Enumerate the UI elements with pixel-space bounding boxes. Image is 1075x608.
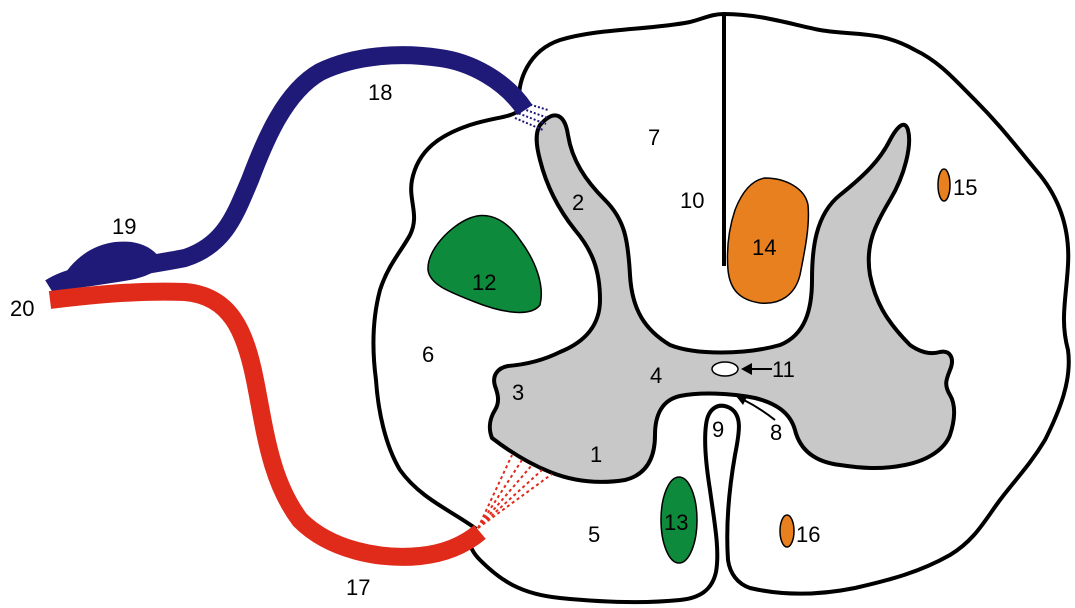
- dorsal-root-ganglion: [60, 242, 161, 290]
- label-6: 6: [422, 342, 434, 367]
- orange-tract-15: [938, 169, 950, 201]
- label-20: 20: [10, 296, 34, 321]
- central-canal: [712, 362, 738, 376]
- label-4: 4: [650, 363, 662, 388]
- orange-tract-16: [780, 515, 794, 547]
- label-18: 18: [368, 80, 392, 105]
- label-12: 12: [472, 270, 496, 295]
- label-1: 1: [590, 442, 602, 467]
- label-19: 19: [112, 214, 136, 239]
- label-8: 8: [770, 420, 782, 445]
- label-11: 11: [772, 357, 795, 382]
- white-matter-outline: [373, 14, 1068, 602]
- label-9: 9: [712, 417, 724, 442]
- label-13: 13: [664, 510, 688, 535]
- label-10: 10: [680, 188, 704, 213]
- label-16: 16: [796, 522, 820, 547]
- label-7: 7: [648, 125, 660, 150]
- label-17: 17: [346, 575, 370, 600]
- label-2: 2: [572, 190, 584, 215]
- label-5: 5: [588, 522, 600, 547]
- label-15: 15: [953, 175, 977, 200]
- label-3: 3: [512, 380, 524, 405]
- label-14: 14: [752, 235, 776, 260]
